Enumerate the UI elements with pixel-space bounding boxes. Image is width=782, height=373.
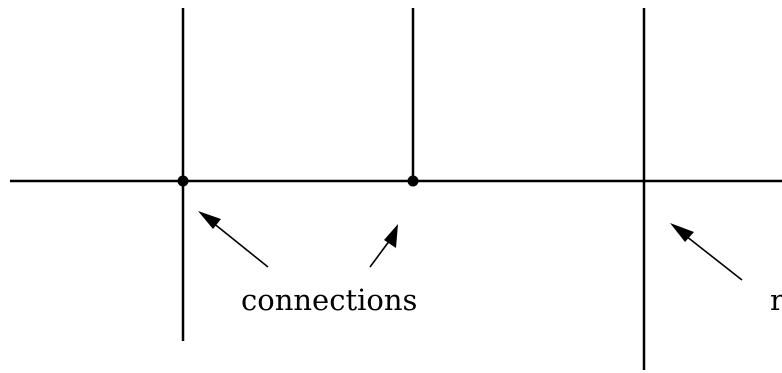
arrow-to-middle-junction — [369, 224, 398, 268]
arrow-to-right-crossing — [670, 223, 743, 281]
junction-dot-left — [177, 175, 189, 187]
connections-label: connections — [241, 283, 417, 317]
arrow-to-left-junction — [198, 211, 269, 268]
right-partial-label: r — [770, 283, 782, 317]
junction-dot-middle — [407, 175, 419, 187]
